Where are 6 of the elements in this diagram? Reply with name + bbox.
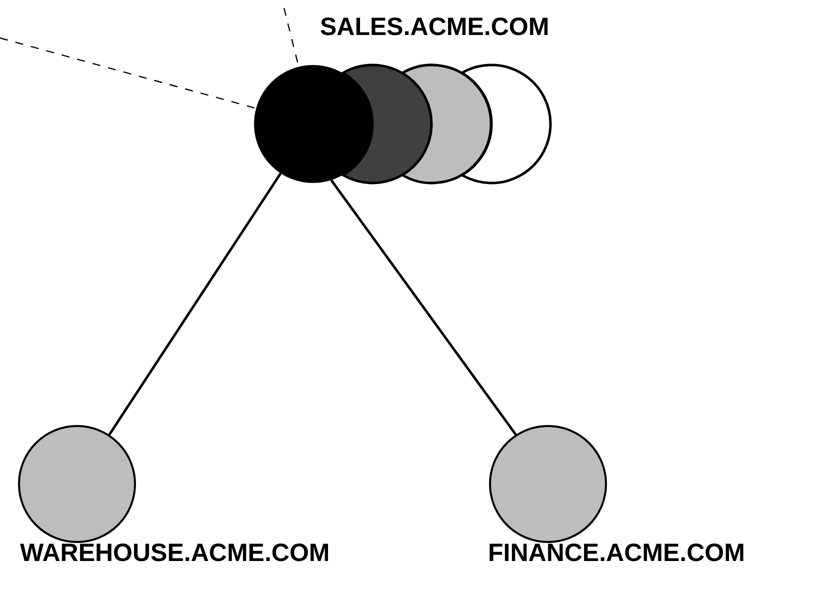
host-label: SALES.ACME.COM <box>320 12 550 42</box>
connector-line <box>108 172 282 436</box>
host-label: WAREHOUSE.ACME.COM <box>20 538 330 568</box>
dashed-line <box>0 37 256 109</box>
connector-line <box>330 179 517 436</box>
host-label: FINANCE.ACME.COM <box>488 538 745 568</box>
